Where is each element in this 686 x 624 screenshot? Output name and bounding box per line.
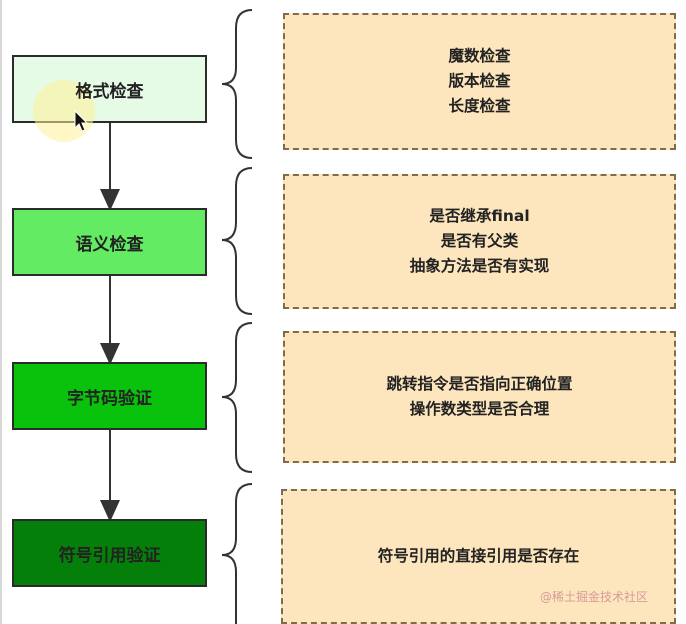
detail-line: 符号引用的直接引用是否存在 bbox=[377, 547, 580, 565]
cursor-highlight bbox=[33, 80, 95, 142]
detail-box-format-check: 魔数检查 版本检查 长度检查 bbox=[283, 13, 676, 150]
detail-line: 操作数类型是否合理 bbox=[409, 400, 550, 418]
detail-line: 版本检查 bbox=[448, 72, 511, 90]
detail-box-symbol-reference-verification: 符号引用的直接引用是否存在 bbox=[281, 489, 676, 624]
detail-line: 是否有父类 bbox=[440, 232, 519, 250]
step-label: 字节码验证 bbox=[67, 388, 152, 409]
step-label: 格式检查 bbox=[75, 81, 144, 102]
brace-1 bbox=[221, 9, 253, 159]
step-semantic-check: 语义检查 bbox=[12, 208, 207, 276]
step-symbol-reference-verification: 符号引用验证 bbox=[12, 519, 207, 587]
detail-line: 跳转指令是否指向正确位置 bbox=[386, 375, 573, 393]
watermark-text: @稀土掘金技术社区 bbox=[540, 590, 649, 604]
left-edge-strip bbox=[0, 0, 2, 624]
mouse-cursor-icon bbox=[74, 110, 89, 132]
detail-line: 长度检查 bbox=[448, 97, 511, 115]
step-label: 符号引用验证 bbox=[58, 545, 161, 566]
detail-line: 魔数检查 bbox=[448, 47, 511, 65]
step-bytecode-verification: 字节码验证 bbox=[12, 362, 207, 430]
brace-2 bbox=[221, 167, 253, 315]
detail-box-semantic-check: 是否继承final 是否有父类 抽象方法是否有实现 bbox=[283, 174, 676, 309]
brace-3 bbox=[221, 322, 253, 473]
detail-line: 抽象方法是否有实现 bbox=[409, 257, 550, 275]
brace-4 bbox=[221, 483, 253, 624]
step-label: 语义检查 bbox=[75, 234, 144, 255]
detail-line: 是否继承final bbox=[429, 207, 530, 225]
detail-box-bytecode-verification: 跳转指令是否指向正确位置 操作数类型是否合理 bbox=[283, 331, 676, 463]
